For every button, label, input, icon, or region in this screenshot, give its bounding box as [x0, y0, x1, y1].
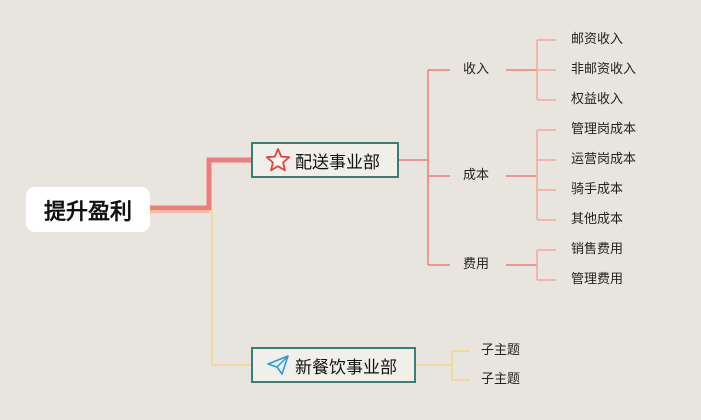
connector-root-delivery	[150, 157, 251, 211]
paper-plane-icon	[265, 352, 291, 378]
star-icon	[265, 147, 291, 173]
subtopic-management-cost[interactable]: 管理岗成本	[571, 122, 637, 137]
root-topic[interactable]: 提升盈利	[26, 187, 150, 232]
subtopic-non-postage-income[interactable]: 非邮资收入	[571, 62, 637, 77]
branch-delivery-label: 配送事业部	[295, 152, 380, 173]
branch-catering-dept[interactable]: 新餐饮事业部	[251, 347, 416, 383]
subtopic-placeholder-1[interactable]: 子主题	[481, 343, 521, 358]
branch-catering-label: 新餐饮事业部	[295, 357, 397, 378]
topic-cost[interactable]: 成本	[463, 168, 490, 183]
subtopic-other-cost[interactable]: 其他成本	[571, 212, 624, 227]
subtopic-management-expense[interactable]: 管理费用	[571, 272, 624, 287]
subtopic-placeholder-2[interactable]: 子主题	[481, 372, 521, 387]
branch-delivery-dept[interactable]: 配送事业部	[251, 142, 399, 178]
subtopic-postage-income[interactable]: 邮资收入	[571, 32, 624, 47]
subtopic-sales-expense[interactable]: 销售费用	[571, 242, 624, 257]
subtopic-rider-cost[interactable]: 骑手成本	[571, 182, 624, 197]
topic-income[interactable]: 收入	[463, 62, 490, 77]
subtopic-operations-cost[interactable]: 运营岗成本	[571, 152, 637, 167]
connector-root-catering	[150, 210, 251, 366]
topic-expense[interactable]: 费用	[463, 257, 490, 272]
subtopic-rights-income[interactable]: 权益收入	[571, 92, 624, 107]
root-topic-label: 提升盈利	[43, 199, 132, 225]
